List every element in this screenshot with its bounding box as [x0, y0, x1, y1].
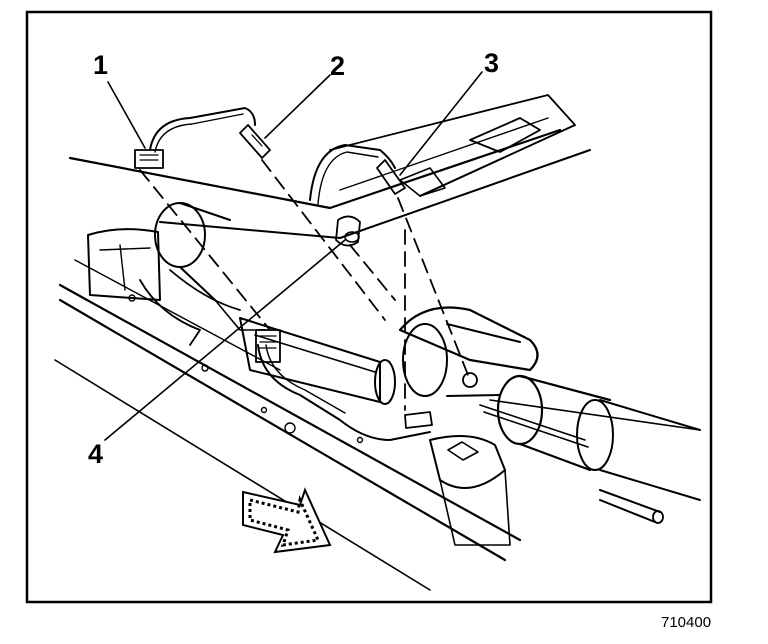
figure-id: 710400 [661, 614, 711, 631]
sensor-wiring [134, 107, 433, 441]
callout-4: 4 [88, 439, 103, 469]
callout-2: 2 [330, 51, 345, 81]
dashed-reference-lines [139, 159, 469, 411]
callout-3: 3 [484, 48, 499, 78]
callout-leader-lines [104, 71, 483, 441]
diagram-border [25, 10, 713, 604]
hanger-bracket [429, 435, 511, 546]
catalytic-converter-right [398, 306, 701, 524]
callout-1: 1 [93, 50, 108, 80]
front-exhaust-pipe [139, 202, 266, 346]
frame-rails [54, 94, 591, 591]
forward-direction-arrow-icon [242, 487, 332, 554]
catalytic-converter-left [239, 317, 396, 405]
